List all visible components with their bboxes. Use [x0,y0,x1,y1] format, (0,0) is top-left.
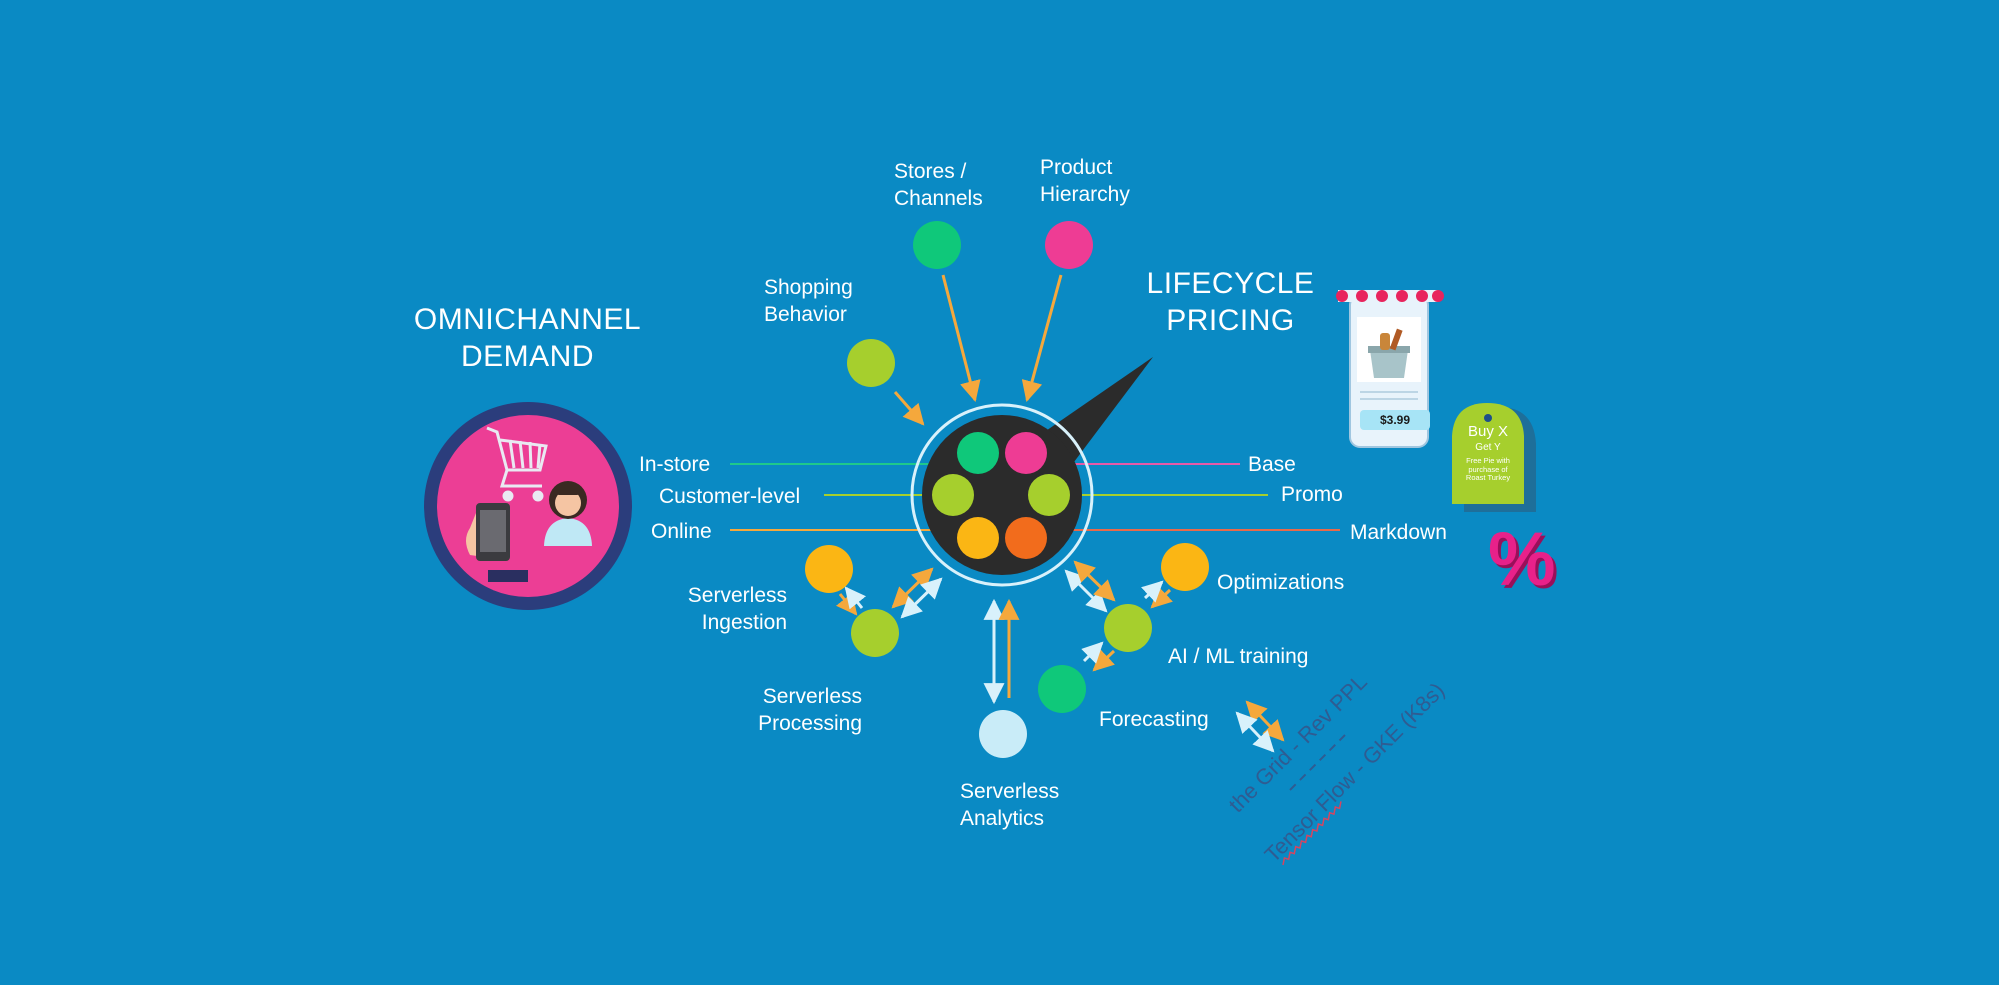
hub-dot-green [957,432,999,474]
markdown-label: Markdown [1350,521,1447,544]
aiml-to-optimizations-arrow [1141,580,1164,603]
serverless-analytics-label: Serverless Analytics [960,780,1060,830]
grid-double-arrow-light [1235,711,1275,753]
omnichannel-demand-title: OMNICHANNEL DEMAND [413,303,642,373]
stores-channels-dot [913,221,961,269]
phone-illustration [1336,290,1444,448]
grid-double-arrow-orange [1245,700,1285,742]
stores-channels-label: Stores / Channels [894,160,983,210]
in-store-label: In-store [639,453,711,476]
promo-tag-subtitle: Get Y [1475,442,1501,453]
optimizations-dot [1161,543,1209,591]
hub-dot-lime-left [932,474,974,516]
product-hierarchy-dot [1045,221,1093,269]
customer-level-label: Customer-level [659,485,801,508]
hub-outer-ring [910,403,1094,587]
promo-tag-illustration [1452,403,1536,512]
hub-to-aiml-arrow-orange [1073,560,1116,602]
shopping-behavior-dot [847,339,895,387]
hub-dot-amber [957,517,999,559]
promo-label: Promo [1281,483,1343,506]
processing-hub-arrow-light [900,577,943,619]
base-label: Base [1248,453,1296,476]
forecasting-to-aiml-arrow [1081,641,1104,664]
shopping-arrow [893,391,925,426]
aiml-to-forecasting-arrow [1092,649,1116,672]
ai-ml-training-dot [1104,604,1152,652]
online-label: Online [651,520,712,543]
serverless-ingestion-label: Serverless Ingestion [687,584,787,634]
stores-arrow [941,274,981,403]
promo-tag-title: Buy X [1467,423,1509,440]
forecasting-dot [1038,665,1086,713]
promo-tag-small-text: Free Pie with purchase of Roast Turkey [1465,456,1511,482]
lifecycle-pricing-title: LIFECYCLE PRICING [1146,267,1315,337]
hub-dot-pink [1005,432,1047,474]
shopping-cart-icon [486,426,548,502]
omnichannel-illustration [424,402,632,610]
tensor-squiggle [1282,801,1342,866]
analytics-dot [979,710,1027,758]
processing-to-ingestion-arrow [844,586,867,610]
ingestion-dot [805,545,853,593]
percent-icon: % [1488,517,1556,602]
woman-avatar-icon [544,481,592,546]
optimizations-to-aiml-arrow [1150,586,1173,609]
price-tag: $3.99 [1360,410,1430,430]
phone-in-hand-icon [466,503,528,582]
ai-ml-training-label: AI / ML training [1168,645,1309,668]
product-hierarchy-label: Product Hierarchy [1040,156,1130,206]
product-arrow [1021,274,1063,403]
serverless-processing-label: Serverless Processing [758,685,862,735]
forecasting-label: Forecasting [1099,708,1209,731]
processing-dot [851,609,899,657]
optimizations-label: Optimizations [1217,571,1345,594]
processing-hub-arrow-orange [891,567,934,609]
hub-to-aiml-arrow-light [1064,569,1108,613]
hub-dot-lime-right [1028,474,1070,516]
hub-dot-orange [1005,517,1047,559]
basket-icon [1368,328,1410,378]
shopping-behavior-label: Shopping Behavior [764,276,853,326]
